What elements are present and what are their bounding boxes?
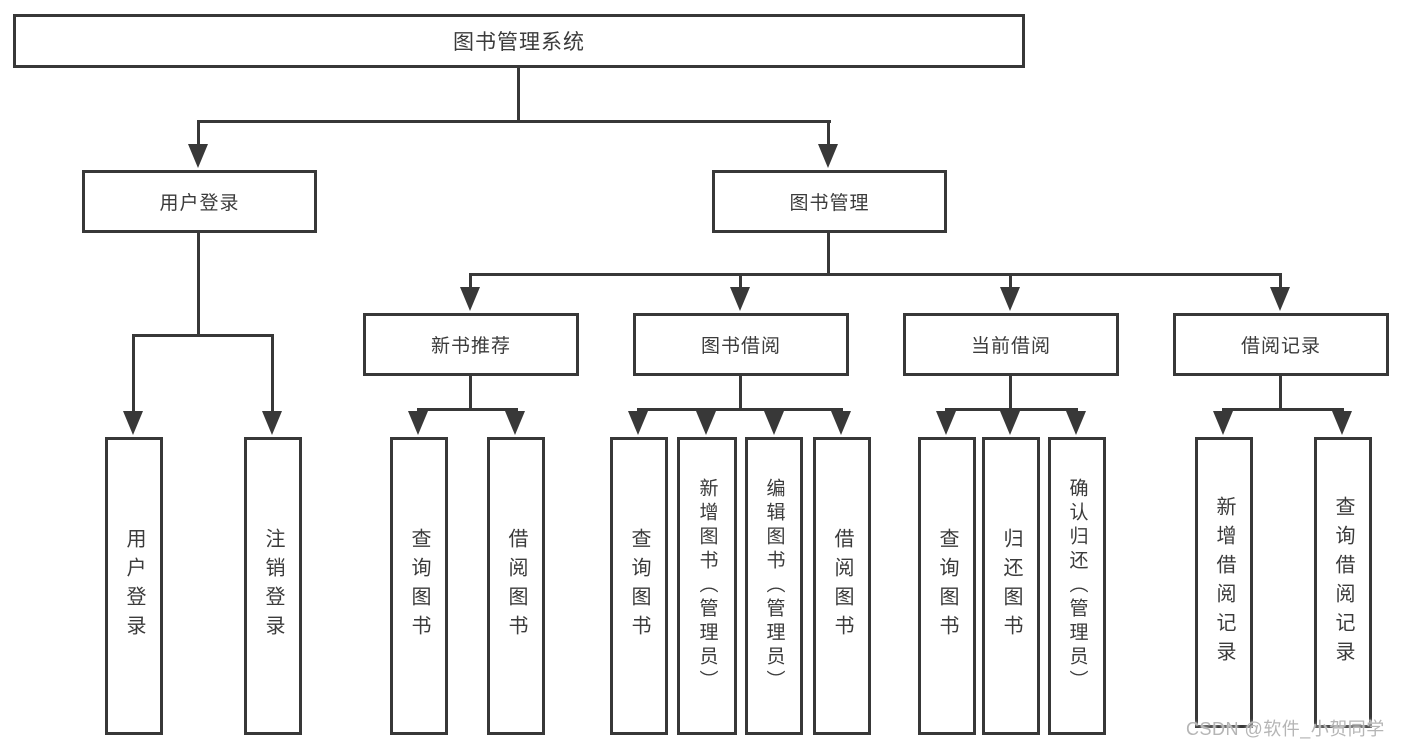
leaf-logout: 注销登录 [244,437,302,735]
edge-recommend-rail [417,408,518,411]
arrowhead-icon [1000,411,1020,435]
arrowhead-icon [262,411,282,435]
arrowhead-icon [1213,411,1233,435]
leaf-borrow-books-recommend-label: 借阅图书 [505,528,527,644]
leaf-edit-book-admin-label: 编辑图书（管理员） [763,478,785,694]
edge-bookmgmt-rail [470,273,1282,276]
arrowhead-icon [408,411,428,435]
edge-bookmgmt-drop-1 [469,273,472,291]
node-book-borrow: 图书借阅 [633,313,849,376]
node-user-login: 用户登录 [82,170,317,233]
node-root-label: 图书管理系统 [453,31,585,54]
arrowhead-icon [1332,411,1352,435]
node-book-management-label: 图书管理 [789,193,870,214]
node-root: 图书管理系统 [13,14,1025,68]
arrowhead-icon [936,411,956,435]
leaf-query-books-current-label: 查询图书 [936,528,958,644]
leaf-confirm-return-admin: 确认归还（管理员） [1048,437,1106,735]
edge-borrow-rail [637,408,843,411]
edge-bookmgmt-stem [827,233,830,273]
arrowhead-icon [818,144,838,168]
arrowhead-icon [188,144,208,168]
edge-root-drop-right [827,120,830,150]
node-current-borrow: 当前借阅 [903,313,1119,376]
leaf-confirm-return-admin-label: 确认归还（管理员） [1066,478,1088,694]
edge-current-stem [1009,376,1012,408]
arrowhead-icon [1270,287,1290,311]
arrowhead-icon [460,287,480,311]
arrowhead-icon [123,411,143,435]
leaf-add-borrow-record: 新增借阅记录 [1195,437,1253,728]
leaf-return-books: 归还图书 [982,437,1040,735]
leaf-logout-label: 注销登录 [262,528,284,644]
leaf-edit-book-admin: 编辑图书（管理员） [745,437,803,735]
leaf-add-book-admin: 新增图书（管理员） [677,437,737,735]
node-new-book-recommend: 新书推荐 [363,313,579,376]
edge-userlogin-stem [197,233,200,334]
leaf-query-books-recommend-label: 查询图书 [408,528,430,644]
leaf-user-login-label: 用户登录 [123,528,145,644]
node-borrow-records: 借阅记录 [1173,313,1389,376]
arrowhead-icon [1066,411,1086,435]
arrowhead-icon [696,411,716,435]
leaf-add-book-admin-label: 新增图书（管理员） [696,478,718,694]
arrowhead-icon [505,411,525,435]
node-new-book-recommend-label: 新书推荐 [430,336,511,357]
leaf-query-borrow-record-label: 查询借阅记录 [1332,495,1354,670]
arrowhead-icon [1000,287,1020,311]
leaf-add-borrow-record-label: 新增借阅记录 [1213,495,1235,670]
csdn-watermark: CSDN @软件_小贺同学 [1186,719,1385,739]
leaf-borrow-books-recommend: 借阅图书 [487,437,545,735]
edge-records-stem [1279,376,1282,408]
edge-root-stem [517,68,520,120]
node-book-borrow-label: 图书借阅 [700,336,781,357]
leaf-query-books-current: 查询图书 [918,437,976,735]
leaf-return-books-label: 归还图书 [1000,528,1022,644]
edge-bookmgmt-drop-2 [739,273,742,291]
edge-bookmgmt-drop-3 [1009,273,1012,291]
leaf-borrow-books: 借阅图书 [813,437,871,735]
leaf-user-login: 用户登录 [105,437,163,735]
leaf-query-borrow-record: 查询借阅记录 [1314,437,1372,728]
node-book-management: 图书管理 [712,170,947,233]
leaf-borrow-books-label: 借阅图书 [831,528,853,644]
node-user-login-label: 用户登录 [159,193,240,214]
edge-userlogin-drop-2 [271,334,274,414]
edge-userlogin-rail [133,334,274,337]
edge-root-drop-left [197,120,200,150]
leaf-query-books-recommend: 查询图书 [390,437,448,735]
edge-bookmgmt-drop-4 [1279,273,1282,291]
arrowhead-icon [831,411,851,435]
edge-userlogin-drop-1 [132,334,135,414]
node-borrow-records-label: 借阅记录 [1240,336,1321,357]
leaf-query-books-borrow: 查询图书 [610,437,668,735]
arrowhead-icon [628,411,648,435]
edge-recommend-stem [469,376,472,408]
leaf-query-books-borrow-label: 查询图书 [628,528,650,644]
node-current-borrow-label: 当前借阅 [970,336,1051,357]
edge-borrow-stem [739,376,742,408]
arrowhead-icon [730,287,750,311]
edge-records-rail [1222,408,1344,411]
arrowhead-icon [764,411,784,435]
edge-root-rail [198,120,831,123]
